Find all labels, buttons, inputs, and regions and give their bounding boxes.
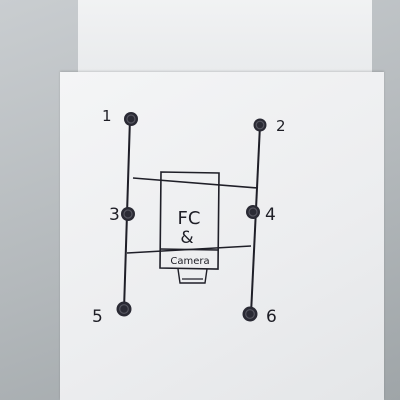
- motor-6-label: 6: [266, 307, 277, 327]
- flight-controller-box: [159, 171, 220, 270]
- motor-5-dot: [116, 301, 132, 317]
- motor-1-label: 1: [102, 107, 112, 125]
- camera-label: Camera: [170, 256, 209, 267]
- camera-divider-line: [159, 248, 219, 251]
- motor-1-dot: [124, 112, 138, 126]
- motor-4-label: 4: [265, 205, 276, 225]
- top-frame-line: [132, 177, 259, 189]
- motor-4-dot: [246, 205, 260, 219]
- motor-6-dot: [242, 306, 258, 322]
- paper-sheet-back: [78, 0, 372, 82]
- camera-mount: [177, 268, 208, 284]
- flight-controller-label: FC: [178, 208, 201, 229]
- motor-3-label: 3: [109, 205, 120, 225]
- paper-sheet: [60, 72, 384, 400]
- right-arm-line: [250, 124, 261, 315]
- motor-3-dot: [121, 207, 135, 221]
- motor-2-dot: [253, 118, 267, 132]
- flight-controller-ampersand: &: [180, 228, 193, 248]
- motor-5-label: 5: [92, 307, 103, 327]
- motor-2-label: 2: [276, 117, 286, 135]
